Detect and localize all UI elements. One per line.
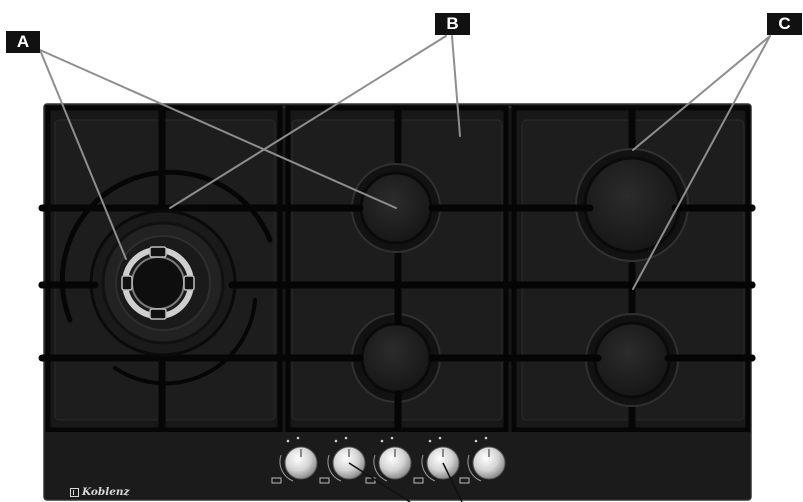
control-knob-icon[interactable] (365, 436, 412, 484)
burner-front-right (585, 313, 679, 407)
control-knob-icon[interactable] (271, 436, 318, 484)
burner-triple-ring (89, 209, 237, 357)
brand-name: Koblenz (82, 486, 130, 498)
leader-lines (39, 35, 771, 290)
callout-label-c: C (767, 13, 802, 35)
koblenz-logo-icon (70, 487, 79, 497)
callout-label-a: A (6, 31, 40, 53)
brand-logo: Koblenz (70, 485, 130, 499)
burner-front-center (351, 313, 441, 403)
burner-rear-right (575, 148, 689, 262)
callout-label-b: B (435, 13, 470, 35)
knob-leader-lines (348, 462, 463, 502)
control-knob-icon[interactable] (459, 436, 506, 484)
